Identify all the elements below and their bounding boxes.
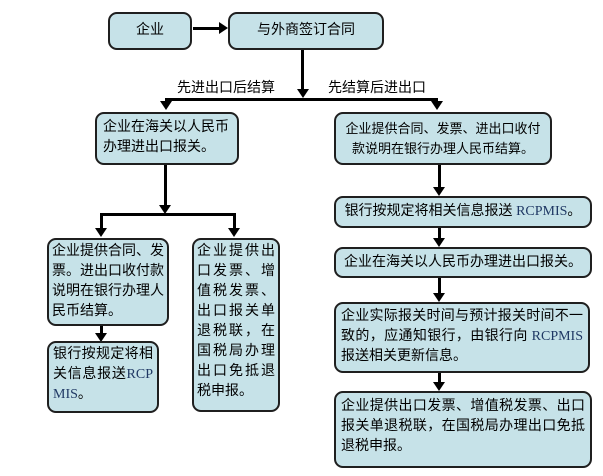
node-right-customs-declare: 企业在海关以人民币办理进出口报关。 — [334, 247, 592, 278]
rcpmis-label: RCPMIS — [53, 367, 153, 402]
rcpmis-label: RCPMIS — [516, 204, 568, 219]
edge-branch-left-arrowhead-icon — [160, 101, 172, 110]
node-sign-contract: 与外商签订合同 — [228, 12, 384, 50]
edge-left-split-line — [164, 165, 167, 206]
edge-left-splitright-line — [233, 216, 236, 229]
edge-right-1-line — [438, 165, 441, 188]
branch-label-left: 先进出口后结算 — [177, 81, 275, 96]
edge-branch-line — [165, 98, 438, 101]
edge-right-4-line — [438, 373, 441, 383]
node-left-tax-refund: 企业提供出口发票、增值税发票、出口报关单退税联，在国税局办理出口免抵退税申报。 — [192, 238, 280, 412]
branch-label-right: 先结算后进出口 — [328, 81, 426, 96]
node-right-customs-declare-text: 企业在海关以人民币办理进出口报关。 — [344, 254, 582, 270]
node-left-customs-declare-text: 企业在海关以人民币办理进出口报关。 — [103, 120, 229, 155]
edge-left-split-arrowhead-icon — [159, 205, 171, 214]
node-right-bank-settlement-text: 企业提供合同、发票、进出口收付款说明在银行办理人民币结算。 — [345, 120, 541, 156]
rcpmis-label: RCPMIS — [531, 329, 583, 344]
node-left-bank-report-post: 。 — [77, 387, 92, 402]
node-right-bank-report-pre: 银行按规定将相关信息报送 — [344, 204, 517, 219]
node-right-bank-report-text: 银行按规定将相关信息报送 RCPMIS。 — [345, 202, 582, 222]
node-left-bank-settlement: 企业提供合同、发票。进出口收付款说明在银行办理人民币结算。 — [47, 238, 169, 326]
node-left-customs-declare: 企业在海关以人民币办理进出口报关。 — [95, 112, 239, 165]
edge-contract-down-arrowhead-icon — [297, 89, 309, 98]
node-right-tax-refund-text: 企业提供出口发票、增值税发票、出口报关单退税联，在国税局办理出口免抵退税申报。 — [341, 399, 585, 454]
node-right-update-info-pre: 企业实际报关时间与预计报关时间不一致的，应通知银行，由银行向 — [341, 309, 583, 344]
edge-left-splitleft-line — [100, 216, 103, 229]
edge-branch-right-arrowhead-icon — [431, 101, 443, 110]
edge-enterprise-contract-arrowhead-icon — [219, 22, 228, 34]
edge-left-rcpmis-line — [100, 326, 103, 334]
node-enterprise: 企业 — [108, 12, 192, 50]
node-left-bank-report-rcpmis: 银行按规定将相关信息报送RCPMIS。 — [47, 341, 159, 413]
edge-right-2-line — [438, 228, 441, 239]
node-right-update-info: 企业实际报关时间与预计报关时间不一致的，应通知银行，由银行向 RCPMIS 报送… — [334, 302, 590, 373]
node-sign-contract-label: 与外商签订合同 — [257, 23, 355, 38]
edge-contract-down-line — [301, 50, 304, 90]
node-left-tax-refund-text: 企业提供出口发票、增值税发票、出口报关单退税联，在国税局办理出口免抵退税申报。 — [197, 244, 275, 399]
node-right-update-info-post: 报送相关更新信息。 — [341, 349, 467, 364]
edge-enterprise-contract-line — [193, 27, 219, 30]
node-right-bank-settlement: 企业提供合同、发票、进出口收付款说明在银行办理人民币结算。 — [334, 112, 552, 165]
edge-left-split-hline — [100, 213, 236, 216]
edge-right-3-line — [438, 278, 441, 294]
edge-right-3-arrowhead-icon — [433, 293, 445, 302]
node-right-bank-report-rcpmis: 银行按规定将相关信息报送 RCPMIS。 — [334, 196, 592, 228]
node-right-tax-refund: 企业提供出口发票、增值税发票、出口报关单退税联，在国税局办理出口免抵退税申报。 — [334, 391, 592, 468]
node-left-bank-report-pre: 银行按规定将相关信息报送 — [53, 347, 153, 382]
node-left-bank-settlement-text: 企业提供合同、发票。进出口收付款说明在银行办理人民币结算。 — [52, 244, 164, 319]
node-enterprise-label: 企业 — [136, 23, 164, 38]
edge-right-1-arrowhead-icon — [433, 187, 445, 196]
edge-right-2-arrowhead-icon — [433, 238, 445, 247]
edge-left-splitright-arrowhead-icon — [228, 228, 240, 237]
edge-right-4-arrowhead-icon — [433, 382, 445, 391]
edge-left-splitleft-arrowhead-icon — [95, 228, 107, 237]
node-right-bank-report-post: 。 — [567, 204, 582, 219]
edge-left-rcpmis-arrowhead-icon — [95, 333, 107, 342]
